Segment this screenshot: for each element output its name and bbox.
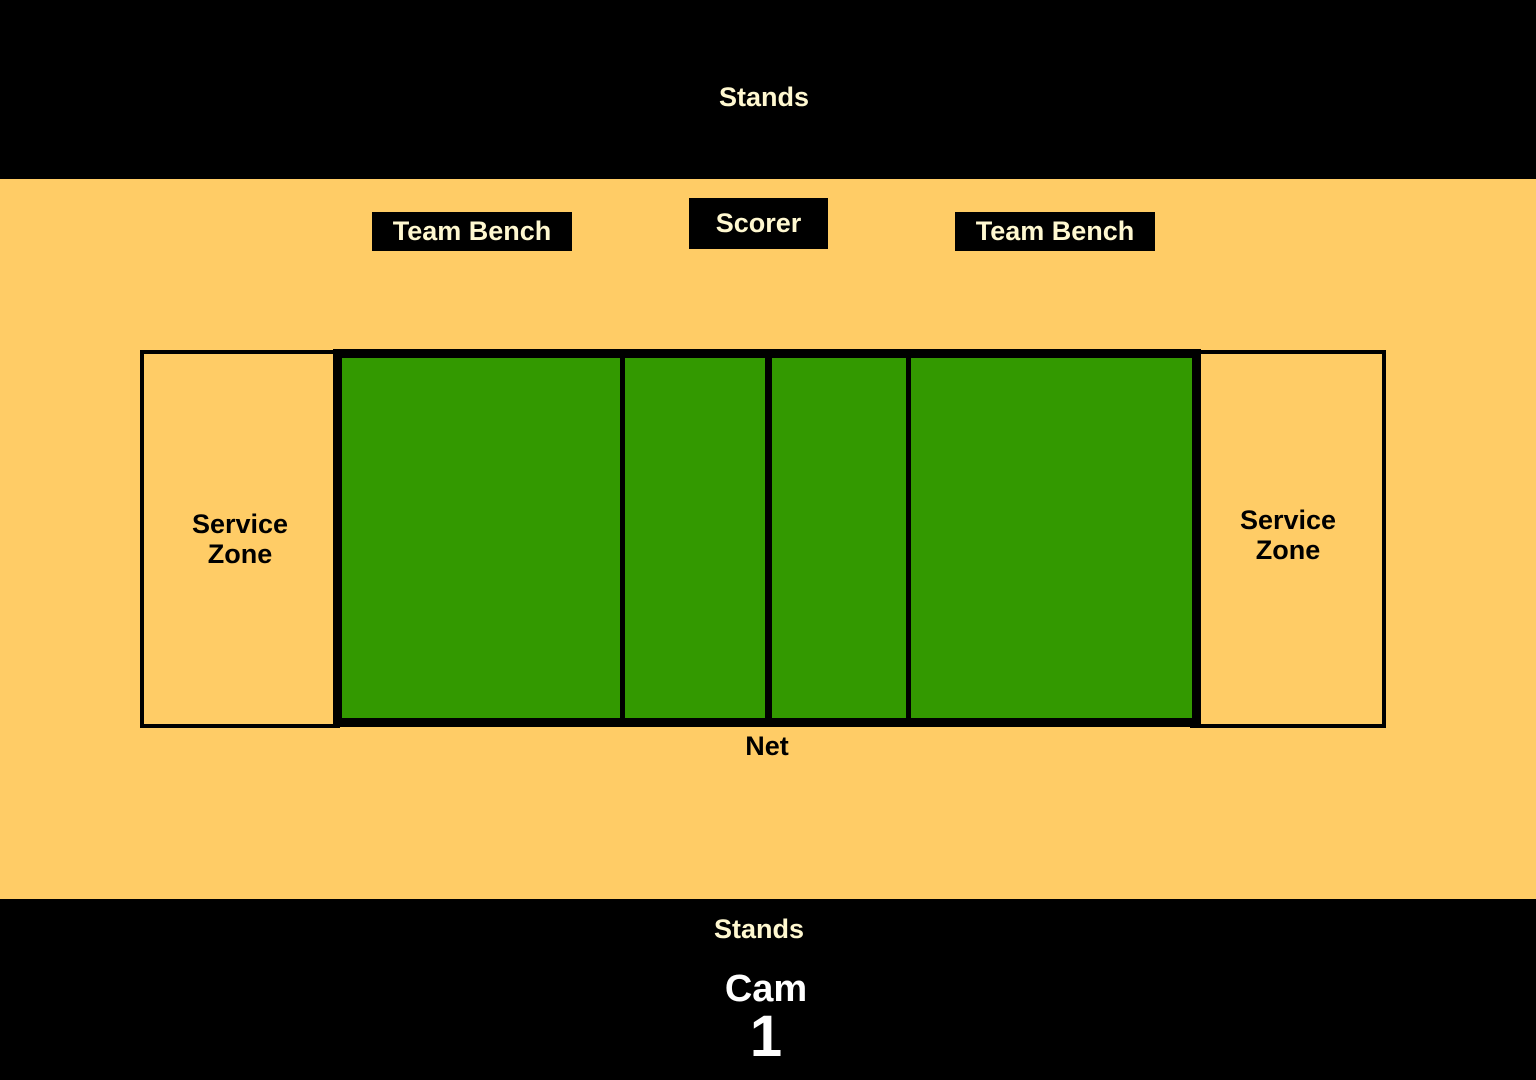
stands-top-label: Stands bbox=[718, 82, 810, 112]
camera-number: 1 bbox=[749, 1003, 783, 1069]
service-zone-left: Service Zone bbox=[140, 350, 340, 728]
stands-bottom-area bbox=[0, 899, 1536, 1080]
team-bench-right: Team Bench bbox=[955, 212, 1155, 251]
service-zone-right: Service Zone bbox=[1190, 350, 1386, 728]
team-bench-right-label: Team Bench bbox=[975, 216, 1135, 246]
attack-line-right bbox=[906, 358, 911, 718]
service-zone-left-line1: Service bbox=[191, 509, 289, 539]
center-net-line bbox=[765, 358, 772, 718]
team-bench-left: Team Bench bbox=[372, 212, 572, 251]
scorer-label: Scorer bbox=[715, 208, 802, 238]
camera-label: Cam bbox=[724, 968, 808, 1010]
service-zone-right-line1: Service bbox=[1239, 505, 1337, 535]
stands-top-area bbox=[0, 0, 1536, 179]
net-label: Net bbox=[745, 731, 789, 761]
camera-marker: Cam 1 bbox=[686, 968, 846, 1069]
scorer-table: Scorer bbox=[689, 198, 828, 249]
service-zone-left-line2: Zone bbox=[207, 539, 273, 569]
service-zone-right-line2: Zone bbox=[1255, 535, 1321, 565]
attack-line-left bbox=[620, 358, 625, 718]
stands-bottom-label: Stands bbox=[713, 914, 805, 944]
team-bench-left-label: Team Bench bbox=[392, 216, 552, 246]
